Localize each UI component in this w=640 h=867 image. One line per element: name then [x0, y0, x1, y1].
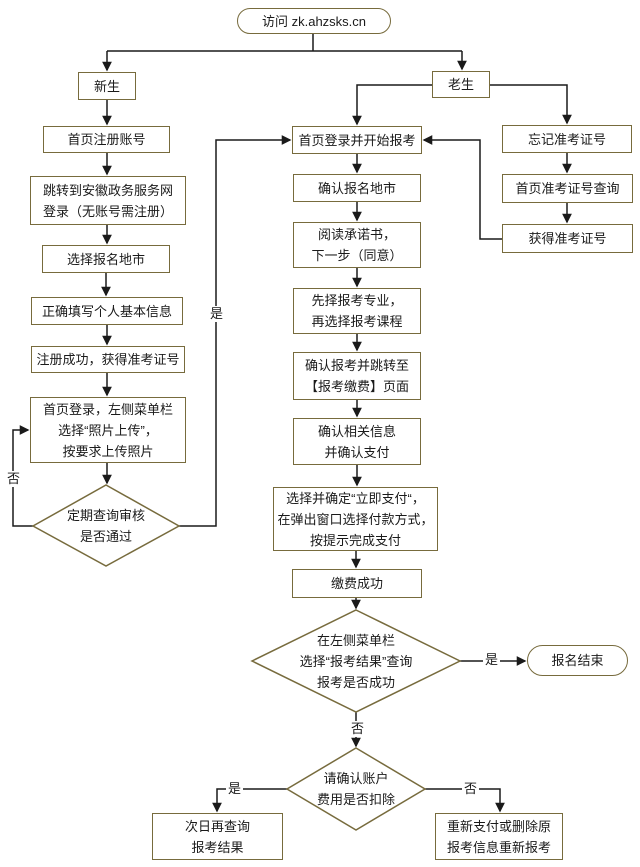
node-login-apply: 首页登录并开始报考 [292, 126, 422, 154]
decision-check-result: 在左侧菜单栏选择“报考结果”查询报考是否成功 [261, 629, 451, 693]
node-pay-now: 选择并确定“立即支付“，在弹出窗口选择付款方式，按提示完成支付 [273, 487, 438, 551]
node-get-number: 获得准考证号 [502, 224, 633, 253]
connector [212, 788, 287, 813]
node-label: 先择报考专业，再选择报考课程 [311, 293, 403, 329]
node-label: 缴费成功 [330, 576, 383, 591]
node-label: 首页注册账号 [67, 132, 146, 147]
connector [107, 34, 462, 52]
node-label: 选择报名地市 [66, 251, 145, 267]
node-start: 访问 zk.ahzsks.cn [237, 8, 391, 34]
node-fill-info: 正确填写个人基本信息 [31, 297, 183, 325]
node-label: 选择并确定“立即支付“，在弹出窗口选择付款方式，按提示完成支付 [277, 490, 434, 548]
node-query-number: 首页准考证号查询 [502, 174, 633, 203]
edge-label-no: 否 [5, 471, 23, 487]
connector [422, 135, 502, 240]
node-label: 重新支付或删除原报考信息重新报考 [446, 818, 551, 855]
connector [490, 84, 572, 125]
node-label: 首页准考证号查询 [515, 181, 620, 196]
node-query-next-day: 次日再查询报考结果 [152, 813, 283, 860]
edge-label-no: 否 [462, 781, 480, 797]
node-confirm-apply: 确认报考并跳转至【报考缴费】页面 [293, 352, 421, 400]
node-label: 访问 zk.ahzsks.cn [261, 13, 367, 29]
node-repay: 重新支付或删除原报考信息重新报考 [435, 813, 563, 860]
node-choose-city: 选择报名地市 [42, 245, 170, 273]
node-label: 阅读承诺书，下一步（同意） [311, 227, 403, 263]
node-label: 获得准考证号 [528, 231, 607, 246]
node-label: 忘记准考证号 [527, 131, 606, 147]
node-label: 次日再查询报考结果 [184, 818, 250, 855]
node-end: 报名结束 [527, 645, 628, 676]
connector [425, 788, 505, 813]
node-new-student: 新生 [78, 72, 136, 100]
decision-check-deduction: 请确认账户费用是否扣除 [286, 767, 426, 811]
node-upload-photo: 首页登录，左侧菜单栏选择“照片上传”，按要求上传照片 [30, 397, 186, 463]
node-old-student: 老生 [432, 71, 490, 98]
node-label: 确认相关信息并确认支付 [317, 423, 396, 460]
edge-label-yes: 是 [483, 652, 501, 668]
node-label: 定期查询审核是否通过 [66, 508, 145, 544]
connector [179, 135, 292, 527]
node-label: 确认报考并跳转至【报考缴费】页面 [304, 358, 409, 394]
node-label: 正确填写个人基本信息 [41, 303, 172, 319]
node-forgot-number: 忘记准考证号 [502, 125, 632, 153]
node-read-commitment: 阅读承诺书，下一步（同意） [293, 222, 421, 268]
edge-label-no: 否 [349, 721, 367, 737]
connector [352, 84, 432, 126]
node-label: 在左侧菜单栏选择“报考结果”查询报考是否成功 [299, 632, 413, 690]
node-label: 跳转到安徽政务服务网登录（无账号需注册） [42, 182, 173, 219]
decision-check-deduction-shape [285, 747, 427, 831]
decision-review-check-shape [31, 484, 181, 567]
node-label: 请确认账户费用是否扣除 [316, 771, 395, 807]
node-confirm-city: 确认报名地市 [293, 174, 421, 202]
edge-label-yes: 是 [208, 306, 226, 322]
node-confirm-info: 确认相关信息并确认支付 [293, 418, 421, 465]
node-label: 首页登录并开始报考 [298, 132, 416, 148]
node-label: 首页登录，左侧菜单栏选择“照片上传”，按要求上传照片 [42, 401, 173, 459]
node-register-account: 首页注册账号 [43, 126, 170, 153]
node-label: 报名结束 [551, 653, 604, 668]
node-choose-major: 先择报考专业，再选择报考课程 [293, 288, 421, 334]
node-gov-login: 跳转到安徽政务服务网登录（无账号需注册） [30, 176, 186, 225]
decision-check-result-shape [250, 609, 462, 713]
node-register-success: 注册成功，获得准考证号 [31, 346, 185, 373]
node-label: 注册成功，获得准考证号 [36, 352, 180, 367]
edge-label-yes: 是 [226, 781, 244, 797]
decision-review-check: 定期查询审核是否通过 [33, 504, 179, 548]
node-label: 新生 [93, 78, 120, 94]
node-pay-success: 缴费成功 [292, 569, 422, 598]
node-label: 老生 [447, 77, 474, 92]
node-label: 确认报名地市 [317, 180, 396, 196]
